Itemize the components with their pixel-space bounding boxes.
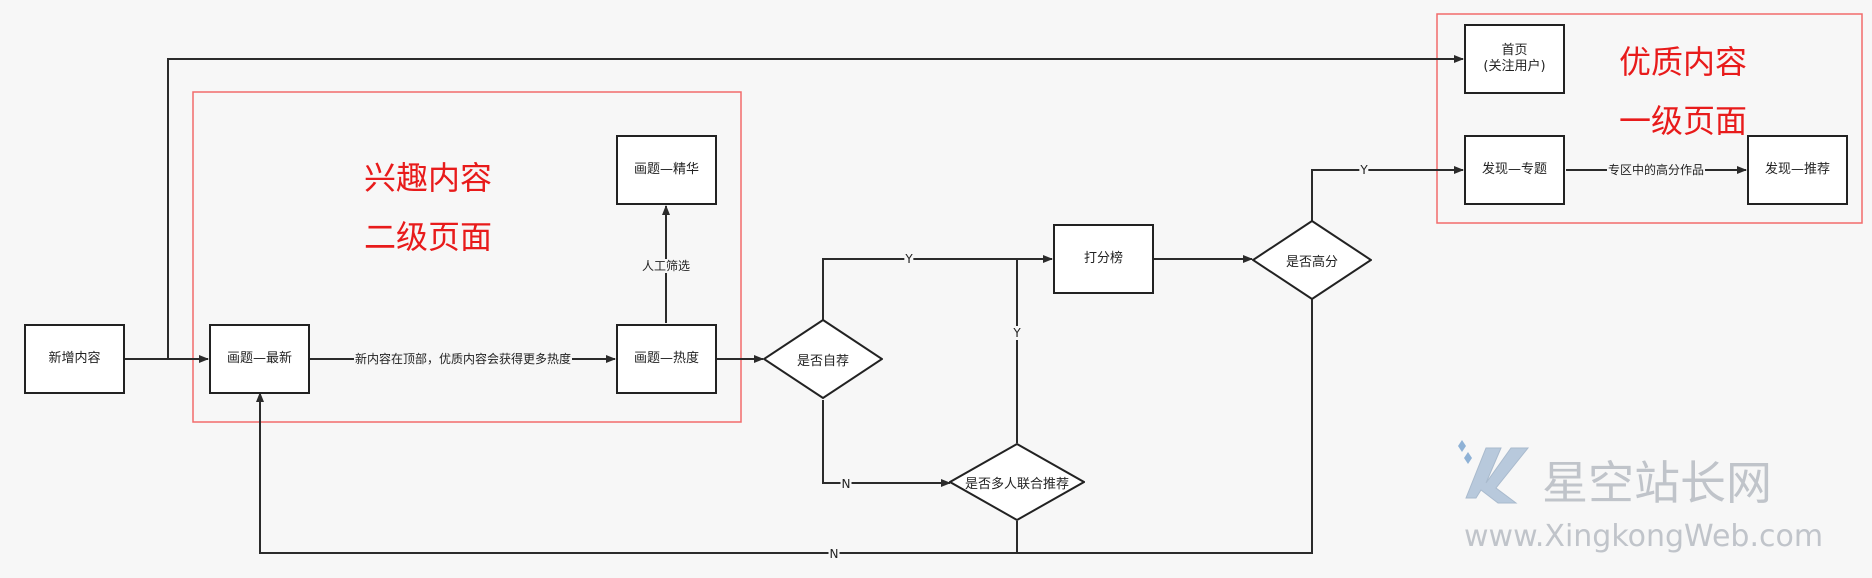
edge-bottom-loop bbox=[256, 298, 1313, 554]
decision-high-score-label: 是否高分 bbox=[1285, 254, 1338, 270]
watermark-logo-icon bbox=[1458, 440, 1530, 504]
diamond-shape bbox=[1252, 220, 1372, 300]
edge-label-multi-yes: Y bbox=[1012, 326, 1022, 340]
edge-label-manual-filter: 人工筛选 bbox=[640, 259, 692, 273]
node-new-content: 新增内容 bbox=[24, 324, 125, 394]
edge-label-bottom-no: N bbox=[828, 547, 840, 561]
node-home: 首页 (关注用户) bbox=[1464, 24, 1565, 94]
interest-region-border bbox=[192, 91, 742, 423]
diamond-shape bbox=[949, 443, 1085, 521]
quality-region-title-2: 一级页面 bbox=[1619, 102, 1748, 140]
node-latest: 画题—最新 bbox=[209, 324, 310, 394]
diamond-shape bbox=[763, 319, 883, 399]
quality-region-border bbox=[1436, 13, 1863, 224]
edge-selfrec-no bbox=[822, 400, 951, 487]
edge-label-self-no: N bbox=[840, 477, 852, 491]
interest-region-title-2: 二级页面 bbox=[364, 218, 493, 256]
edge-label-latest-to-hot: 新内容在顶部，优质内容会获得更多热度 bbox=[353, 352, 573, 366]
decision-high-score: 是否高分 bbox=[1252, 220, 1372, 300]
decision-self-rec-label: 是否自荐 bbox=[796, 353, 849, 369]
edge-new-to-home bbox=[125, 55, 1464, 360]
edge-label-topic-to-rec: 专区中的高分作品 bbox=[1606, 163, 1706, 177]
node-discover-rec: 发现—推荐 bbox=[1747, 135, 1848, 205]
edge-label-high-yes: Y bbox=[1359, 163, 1369, 177]
node-best: 画题—精华 bbox=[616, 135, 717, 205]
edge-selfrec-yes bbox=[822, 255, 1053, 320]
decision-self-rec: 是否自荐 bbox=[763, 319, 883, 399]
quality-region-title-1: 优质内容 bbox=[1619, 43, 1748, 81]
node-score-board: 打分榜 bbox=[1053, 224, 1154, 294]
watermark-brand: 星空站长网 bbox=[1542, 456, 1772, 510]
watermark-url: www.XingkongWeb.com bbox=[1464, 519, 1824, 554]
decision-multi-rec-label: 是否多人联合推荐 bbox=[964, 476, 1069, 492]
node-discover-topic: 发现—专题 bbox=[1464, 135, 1565, 205]
node-hot: 画题—热度 bbox=[616, 324, 717, 394]
edge-highscore-yes bbox=[1311, 166, 1464, 223]
decision-multi-rec: 是否多人联合推荐 bbox=[949, 443, 1085, 521]
edge-label-self-yes: Y bbox=[904, 252, 914, 266]
interest-region-title-1: 兴趣内容 bbox=[364, 159, 493, 197]
